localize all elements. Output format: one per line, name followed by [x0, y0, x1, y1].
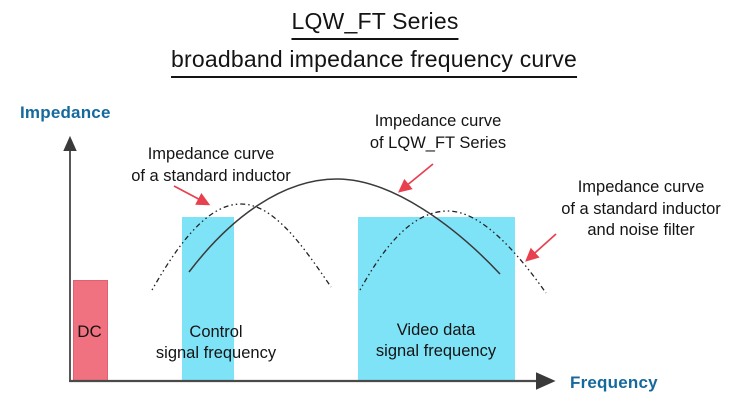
- annotation-standard-inductor: Impedance curve of a standard inductor: [131, 144, 291, 187]
- title-line1: LQW_FT Series: [291, 8, 459, 40]
- annotation-noise-filter-line2: of a standard inductor: [561, 199, 721, 218]
- control-region-label-line1: Control: [189, 323, 243, 341]
- page-title: LQW_FT Series: [291, 8, 459, 40]
- annotation-noise-filter: Impedance curve of a standard inductor a…: [561, 177, 721, 242]
- arrow-standard-inductor-icon: [173, 185, 211, 206]
- video-region-label: Video data signal frequency: [376, 320, 496, 362]
- x-axis-label: Frequency: [570, 373, 658, 392]
- annotation-lqwft: Impedance curve of LQW_FT Series: [370, 111, 506, 154]
- y-axis-label: Impedance: [20, 103, 111, 122]
- annotation-standard-inductor-line2: of a standard inductor: [131, 166, 291, 185]
- annotation-noise-filter-line3: and noise filter: [587, 221, 695, 239]
- annotation-noise-filter-line1: Impedance curve: [577, 178, 705, 196]
- page-subtitle: broadband impedance frequency curve: [171, 46, 577, 78]
- dc-region-label: DC: [77, 322, 102, 341]
- annotation-standard-inductor-line1: Impedance curve: [147, 145, 275, 163]
- annotation-lqwft-line2: of LQW_FT Series: [369, 133, 507, 152]
- arrow-noise-filter-icon: [525, 233, 557, 262]
- video-region-label-line2: signal frequency: [375, 342, 497, 360]
- standard-inductor-curve: [151, 203, 332, 291]
- arrow-lqwft-icon: [398, 163, 434, 193]
- dc-region-box: [73, 280, 108, 382]
- control-region-label: Control signal frequency: [156, 322, 276, 364]
- title-line2: broadband impedance frequency curve: [171, 46, 577, 78]
- control-region-label-line2: signal frequency: [155, 344, 277, 362]
- annotation-lqwft-line1: Impedance curve: [374, 112, 502, 130]
- video-region-label-line1: Video data: [396, 321, 476, 339]
